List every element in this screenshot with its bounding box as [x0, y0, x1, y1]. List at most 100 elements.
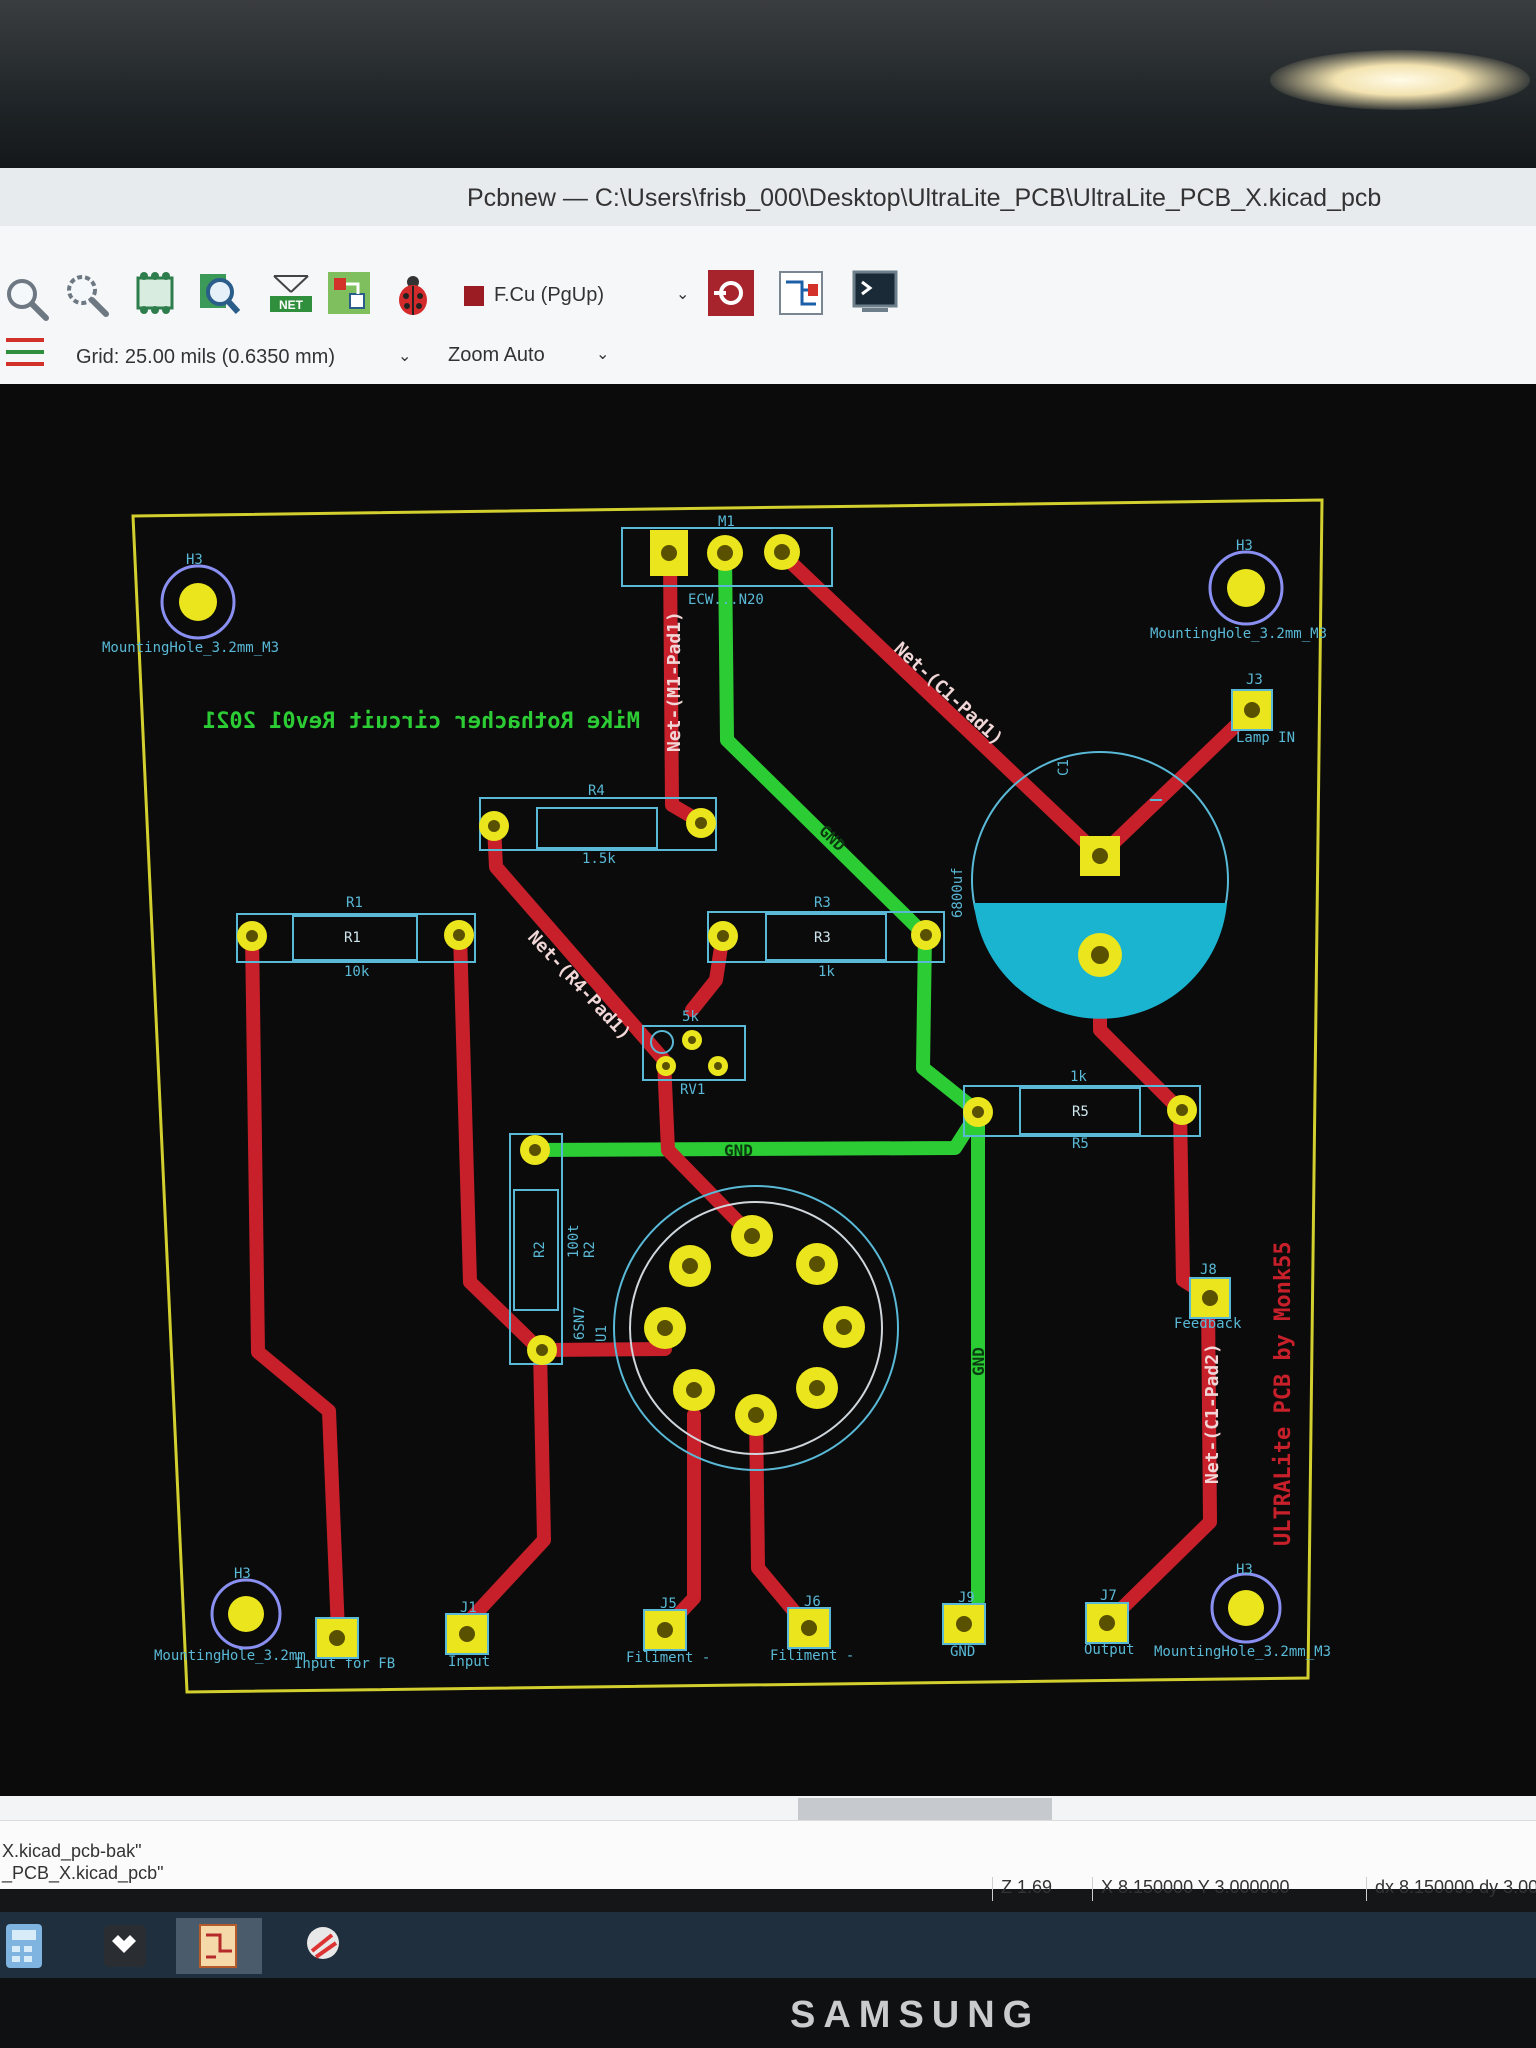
- message-line-2: _PCB_X.kicad_pcb": [2, 1863, 164, 1883]
- j5-ref: J5: [660, 1596, 677, 1612]
- secondary-toolbar: Grid: 25.00 mils (0.6350 mm) ⌄ Zoom Auto…: [0, 326, 1536, 385]
- module-m1-outline: [621, 527, 833, 587]
- j3-ref: J3: [1246, 672, 1263, 688]
- c1-value: 6800uf: [950, 867, 966, 918]
- netlist-icon[interactable]: NET: [268, 270, 314, 316]
- mounting-hole-bottom-left: [210, 1578, 282, 1650]
- horizontal-scrollbar[interactable]: [0, 1796, 1536, 1820]
- window-title: Pcbnew — C:\Users\frisb_000\Desktop\Ultr…: [467, 184, 1382, 212]
- ratsnest-icon[interactable]: [2, 330, 48, 376]
- zoom-in-icon[interactable]: [4, 276, 50, 322]
- layer-color-swatch: [464, 285, 484, 306]
- mounting-hole-bottom-right: [1210, 1572, 1282, 1644]
- scrollbar-thumb[interactable]: [798, 1798, 1052, 1820]
- r3-outline: [707, 911, 945, 963]
- zoom-select-label: Zoom Auto: [448, 344, 545, 366]
- j9-value: GND: [950, 1644, 975, 1660]
- j9-ref: J9: [958, 1590, 975, 1606]
- kicad-icon: [199, 1924, 237, 1968]
- j6-value: Filiment -: [770, 1648, 854, 1664]
- r2-ref-2: R2: [582, 1241, 598, 1258]
- board-edge: [131, 498, 1324, 1694]
- grid-select-label: Grid: 25.00 mils (0.6350 mm): [76, 346, 335, 368]
- r5-value: 1k: [1070, 1069, 1087, 1085]
- footprint-icon[interactable]: [132, 270, 178, 316]
- r5-ref-body: R5: [1072, 1104, 1089, 1120]
- module-ref: M1: [718, 514, 735, 530]
- r5-ref: R5: [1072, 1136, 1089, 1152]
- terminal-icon[interactable]: [852, 268, 898, 314]
- r4-ref: R4: [588, 783, 605, 799]
- message-line-1: X.kicad_pcb-bak": [2, 1841, 142, 1861]
- pad-j8: [1189, 1277, 1231, 1319]
- monitor-brand: SAMSUNG: [790, 1994, 1041, 2036]
- j8-ref: J8: [1200, 1262, 1217, 1278]
- net-c1p2-label: Net-(C1-Pad2): [1202, 1343, 1223, 1484]
- net-c1p1-label: Net-(C1-Pad1): [890, 638, 1007, 749]
- j7-ref: J7: [1100, 1588, 1117, 1604]
- os-taskbar: [0, 1912, 1536, 1978]
- pcb-canvas[interactable]: M1 ECW...N20 H3 MountingHole_3.2mm_M3 H3…: [0, 384, 1536, 1804]
- u1-outline: [613, 1185, 899, 1471]
- j3-value: Lamp IN: [1236, 730, 1295, 746]
- mounting-hole-top-right: [1208, 550, 1284, 626]
- schematic-icon[interactable]: [778, 270, 824, 316]
- r1-outline: [236, 913, 476, 963]
- route-track-icon[interactable]: [708, 270, 754, 316]
- taskbar-kicad-button[interactable]: [176, 1918, 262, 1974]
- mounting-hole-top-left: [160, 564, 236, 640]
- r1-value: 10k: [344, 964, 370, 980]
- r2-outline: [509, 1133, 563, 1365]
- message-panel: X.kicad_pcb-bak" _PCB_X.kicad_pcb" Z 1.6…: [0, 1820, 1536, 1901]
- j7-value: Output: [1084, 1642, 1135, 1658]
- chevron-down-icon: ⌄: [596, 346, 610, 363]
- mount-value-tl: MountingHole_3.2mm_M3: [102, 640, 279, 656]
- board-credit: ULTRALite PCB by Monk55: [1271, 1241, 1296, 1546]
- status-delta: dx 8.150000 dy 3.00: [1366, 1877, 1536, 1901]
- window-titlebar: Pcbnew — C:\Users\frisb_000\Desktop\Ultr…: [0, 168, 1536, 227]
- pads: [237, 530, 1273, 1659]
- c1-ref: C1: [1056, 759, 1072, 776]
- mount-ref-tl: H3: [186, 552, 203, 568]
- rv1-value: 5k: [682, 1009, 699, 1025]
- r3-value: 1k: [818, 964, 835, 980]
- r3-ref-body: R3: [814, 930, 831, 946]
- r1-ref: R1: [346, 895, 363, 911]
- taskbar-app-button[interactable]: [280, 1918, 366, 1974]
- j1-value: Input: [448, 1654, 490, 1670]
- mount-value-tr: MountingHole_3.2mm_M3: [1150, 626, 1327, 642]
- grid-select[interactable]: Grid: 25.00 mils (0.6350 mm) ⌄: [76, 338, 416, 376]
- svg-text:NET: NET: [279, 298, 304, 312]
- zoom-select[interactable]: Zoom Auto ⌄: [448, 336, 614, 374]
- gnd-labels: GND GND GND: [724, 821, 988, 1376]
- drc-board-icon[interactable]: [326, 270, 372, 316]
- silk-labels: M1 ECW...N20 H3 MountingHole_3.2mm_M3 H3…: [102, 514, 1331, 1672]
- r4-value: 1.5k: [582, 851, 616, 867]
- monitor-bezel-top: [0, 0, 1536, 185]
- rv1-outline: [642, 1025, 746, 1081]
- layer-select-label: F.Cu (PgUp): [494, 284, 605, 306]
- tidal-icon: [104, 1925, 146, 1967]
- j6-ref: J6: [804, 1594, 821, 1610]
- board-silk-title: Mike Rothacher circuit Rev01 2021: [203, 709, 640, 734]
- inspect-icon[interactable]: [196, 270, 242, 316]
- zoom-selection-icon[interactable]: [64, 272, 110, 318]
- r2-ref: R2: [532, 1241, 548, 1258]
- rv1-ref: RV1: [680, 1082, 705, 1098]
- chevron-down-icon: ⌄: [398, 348, 412, 365]
- module-value: ECW...N20: [688, 592, 764, 608]
- taskbar-calculator-button[interactable]: [0, 1918, 86, 1974]
- gnd-label-horiz: GND: [724, 1141, 753, 1160]
- u1-ref: U1: [594, 1325, 610, 1342]
- mount-ref-bl: H3: [234, 1566, 251, 1582]
- chevron-down-icon: ⌄: [676, 286, 690, 303]
- r1-ref-body: R1: [344, 930, 361, 946]
- j-fb-value: Input for FB: [294, 1656, 395, 1672]
- j8-value: Feedback: [1174, 1316, 1242, 1332]
- net-r4p1-label: Net-(R4-Pad1): [523, 927, 634, 1044]
- monitor-bezel-bottom: SAMSUNG: [0, 1978, 1536, 2048]
- ladybug-icon[interactable]: [390, 272, 436, 318]
- taskbar-tidal-button[interactable]: [82, 1918, 168, 1974]
- layer-select[interactable]: F.Cu (PgUp) ⌄: [464, 276, 696, 314]
- u1-value: 6SN7: [572, 1306, 588, 1340]
